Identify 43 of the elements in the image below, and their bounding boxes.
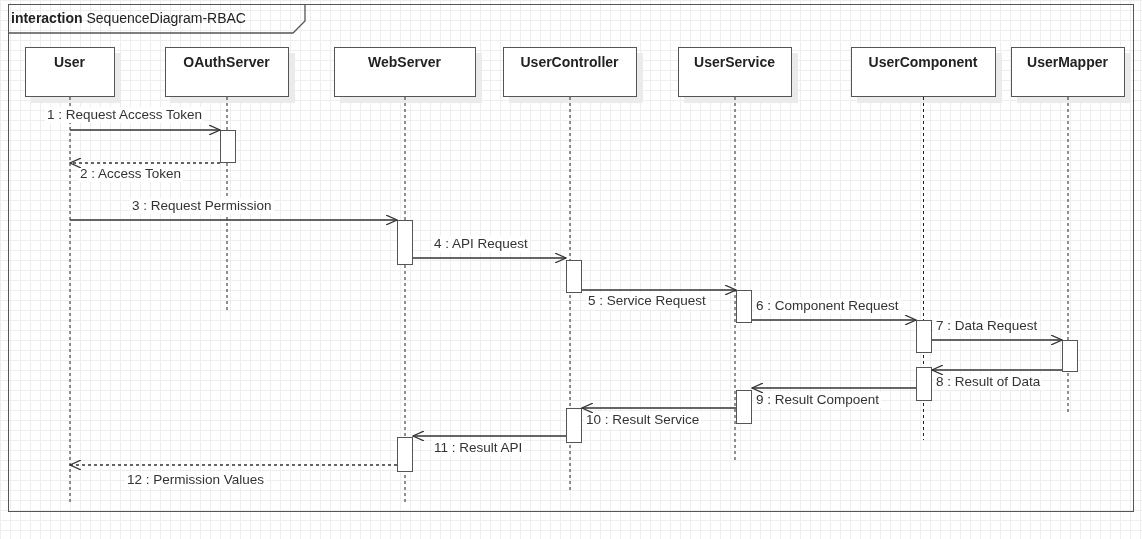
participant-name: UserService: [694, 53, 775, 70]
message-label: 7 : Data Request: [934, 318, 1040, 334]
message-label: 10 : Result Service: [584, 412, 702, 428]
activation-bar: [219, 129, 236, 163]
participant-name: UserComponent: [868, 53, 978, 70]
message-label: 3 : Request Permission: [130, 198, 274, 214]
participant-name: WebServer: [368, 53, 441, 70]
activation-bar: [396, 219, 413, 265]
activation-bar: [735, 389, 752, 424]
message-arrow: [931, 334, 1063, 346]
message-arrow: [581, 284, 737, 296]
activation-bar: [396, 436, 413, 472]
message-label: 9 : Result Compoent: [754, 392, 882, 408]
message-arrow: [69, 157, 221, 169]
message-arrow: [931, 364, 1063, 376]
message-label: 1 : Request Access Token: [45, 107, 205, 123]
activation-bar: [565, 259, 582, 293]
message-label: 8 : Result of Data: [934, 374, 1043, 390]
message-label: 12 : Permission Values: [125, 472, 267, 488]
activation-bar: [735, 289, 752, 323]
activation-bar: [565, 407, 582, 443]
interaction-frame: [8, 4, 1134, 512]
message-label: 4 : API Request: [432, 236, 530, 252]
activation-bar: [1061, 339, 1078, 372]
message-arrow: [69, 124, 221, 136]
activation-bar: [915, 319, 932, 353]
participant-name: OAuthServer: [183, 53, 270, 70]
message-label: 6 : Component Request: [754, 298, 901, 314]
participant-name: UserController: [520, 53, 619, 70]
participant-name: User: [53, 53, 86, 70]
participant-name: UserMapper: [1027, 53, 1108, 70]
frame-title: interaction SequenceDiagram-RBAC: [11, 10, 246, 26]
message-arrow: [69, 214, 398, 226]
message-label: 5 : Service Request: [586, 293, 708, 309]
message-arrow: [69, 459, 398, 471]
message-label: 11 : Result API: [432, 440, 525, 456]
activation-bar: [915, 366, 932, 401]
message-arrow: [412, 430, 567, 442]
message-arrow: [751, 382, 917, 394]
message-arrow: [412, 252, 567, 264]
message-label: 2 : Access Token: [78, 166, 184, 182]
message-arrow: [751, 314, 917, 326]
message-arrow: [581, 402, 737, 414]
